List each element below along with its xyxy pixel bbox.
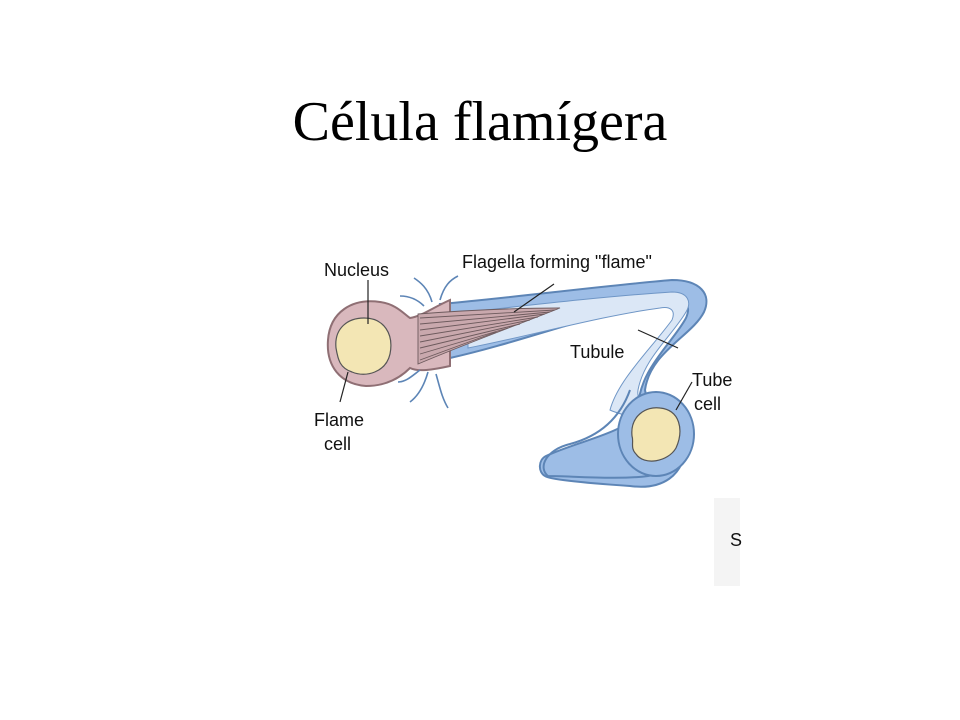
label-nucleus: Nucleus xyxy=(324,260,389,280)
label-tubule: Tubule xyxy=(570,342,624,362)
cell-projections xyxy=(397,275,459,409)
flame-cell-diagram: Nucleus Flagella forming "flame" Tubule … xyxy=(314,252,742,586)
label-tube-cell-line2: cell xyxy=(694,394,721,414)
label-flagella: Flagella forming "flame" xyxy=(462,252,652,272)
label-tube-cell-line1: Tube xyxy=(692,370,732,390)
flagella-flame xyxy=(417,307,561,365)
label-cropped-fragment: S xyxy=(730,530,742,550)
slide-title: Célula flamígera xyxy=(292,91,668,153)
flame-cell-nucleus xyxy=(335,317,392,375)
tube-cell-nucleus xyxy=(631,407,681,462)
cropped-panel xyxy=(714,498,740,586)
leader-lines xyxy=(339,280,693,411)
label-flame-cell-line1: Flame xyxy=(314,410,364,430)
label-flame-cell-line2: cell xyxy=(324,434,351,454)
